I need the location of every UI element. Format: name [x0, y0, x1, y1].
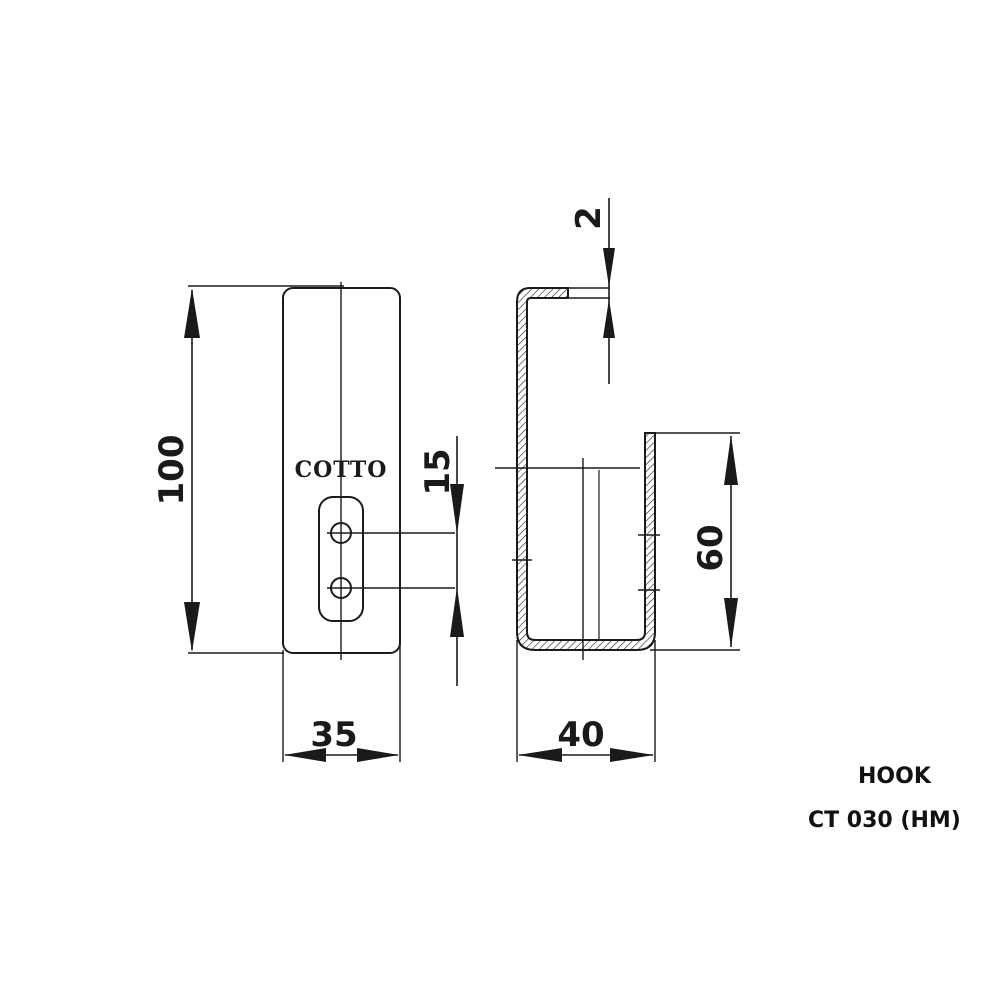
dimension-height	[184, 285, 344, 654]
dim-thickness-arrow-lower	[603, 299, 615, 338]
dim-hook-arrow-bottom	[724, 598, 738, 648]
screw-slot	[318, 496, 364, 622]
dim-spacing-arrow-lower	[450, 587, 464, 637]
dim-depth-arrow-left	[518, 748, 562, 762]
brand-mark: COTTO	[295, 457, 388, 483]
dim-height-arrow-bottom	[184, 602, 200, 652]
model-code: CT 030 (HM)	[808, 808, 961, 833]
dim-height-label: 100	[152, 435, 192, 506]
dimension-front-width	[282, 640, 401, 762]
dim-thickness-label: 2	[569, 206, 609, 230]
dim-width-arrow-left	[284, 748, 326, 762]
dim-hook-label: 60	[691, 524, 731, 571]
dimension-hook-height	[650, 432, 740, 651]
side-profile-section	[516, 287, 656, 651]
dimension-thickness	[603, 198, 615, 384]
dim-height-arrow-top	[184, 288, 200, 338]
dim-spacing-arrow-upper	[450, 484, 464, 534]
dim-hook-arrow-top	[724, 435, 738, 485]
dim-width-label: 35	[310, 715, 357, 755]
dimension-screw-spacing	[450, 436, 464, 686]
dim-depth-label: 40	[557, 715, 604, 755]
front-view	[282, 282, 455, 660]
dimension-depth	[516, 640, 656, 762]
dim-depth-arrow-right	[610, 748, 654, 762]
dim-spacing-label: 15	[418, 448, 458, 495]
side-view	[495, 287, 660, 660]
dim-thickness-arrow-upper	[603, 248, 615, 287]
dim-width-arrow-right	[357, 748, 399, 762]
product-name: HOOK	[858, 764, 931, 789]
